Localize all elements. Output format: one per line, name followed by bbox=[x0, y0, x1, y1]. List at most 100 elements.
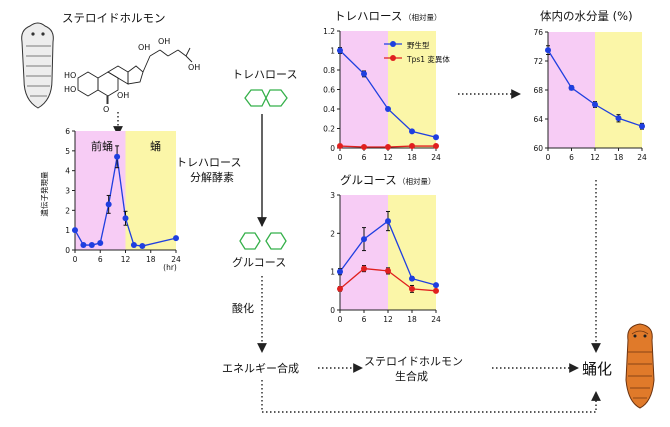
gene-chart-point bbox=[130, 242, 137, 249]
water-chart-point bbox=[615, 115, 622, 122]
pupa-icon bbox=[625, 323, 655, 409]
legend: 野生型 Tps1 変異体 bbox=[384, 40, 450, 64]
tre-chart-point bbox=[385, 106, 391, 112]
tre-chart-xtick-label: 6 bbox=[362, 153, 367, 162]
tre-chart-xtick-label: 0 bbox=[338, 153, 343, 162]
gene-chart-point bbox=[80, 242, 87, 249]
gene-chart-ytick-label: 4 bbox=[65, 167, 70, 176]
glu-chart-ytick-label: 0 bbox=[330, 306, 335, 315]
tre-chart-bg-pink bbox=[340, 31, 388, 148]
glu-chart-xtick-label: 24 bbox=[431, 315, 441, 324]
trehalose-label: トレハロース bbox=[232, 68, 297, 81]
tre-chart-xtick-label: 24 bbox=[431, 153, 441, 162]
water-chart-xtick-label: 24 bbox=[637, 153, 647, 162]
water-chart-point bbox=[545, 47, 551, 54]
gene-chart-ytick-label: 5 bbox=[65, 147, 70, 156]
gene-chart-point bbox=[114, 153, 121, 160]
ho-label-1: HO bbox=[64, 85, 76, 94]
oxidation-label: 酸化 bbox=[232, 301, 254, 315]
tre-chart-point bbox=[433, 143, 439, 150]
gene-chart-ytick-label: 3 bbox=[65, 187, 70, 196]
water-chart-point bbox=[639, 123, 645, 130]
steroid-structure-icon bbox=[77, 47, 193, 104]
water-chart-xtick-label: 12 bbox=[590, 153, 600, 162]
legend-wt-marker bbox=[390, 41, 396, 47]
legend-mut-marker bbox=[390, 55, 396, 61]
gene-chart-point bbox=[122, 215, 129, 222]
tre-chart-ytick-label: 1 bbox=[330, 47, 335, 56]
glu-chart-bg-pink bbox=[340, 195, 388, 310]
water-chart-xtick-label: 18 bbox=[614, 153, 624, 162]
water-chart-title: 体内の水分量 (%) bbox=[540, 9, 633, 23]
glucose-chart-title: グルコース bbox=[340, 173, 397, 187]
water-chart-ytick-label: 60 bbox=[533, 144, 543, 153]
enzyme-label-line1: トレハロース bbox=[176, 156, 241, 169]
water-chart-ytick-label: 64 bbox=[533, 115, 543, 124]
larva-icon bbox=[21, 22, 54, 109]
tre-chart-xtick-label: 18 bbox=[407, 153, 417, 162]
gene-chart-xtick-label: 6 bbox=[98, 255, 103, 264]
oh-label-4: OH bbox=[188, 63, 200, 72]
pupation-label: 蛹化 bbox=[582, 360, 612, 378]
legend-mut-label: Tps1 変異体 bbox=[406, 54, 450, 64]
gene-chart-point bbox=[97, 240, 104, 247]
tre-chart-ytick-label: 0.2 bbox=[323, 125, 335, 134]
gene-ylabel: 遺伝子発現量 bbox=[39, 171, 49, 216]
water-chart-xtick-label: 6 bbox=[569, 153, 574, 162]
water-chart-ytick-label: 72 bbox=[533, 57, 543, 66]
steroid-synth-line1: ステロイドホルモン bbox=[364, 355, 463, 368]
glucose-label: グルコース bbox=[232, 255, 286, 269]
steroid-synth-line2: 生合成 bbox=[395, 369, 428, 383]
gene-chart-ytick-label: 2 bbox=[65, 206, 70, 215]
oh-label-3: OH bbox=[158, 37, 170, 46]
tre-chart-point bbox=[337, 143, 343, 150]
tre-chart-point bbox=[433, 134, 439, 141]
gene-chart-xtick-label: 24 bbox=[171, 255, 181, 264]
gene-chart-xtick-label: 0 bbox=[73, 255, 78, 264]
gene-chart-bg-yellow bbox=[125, 131, 176, 250]
water-chart-point bbox=[568, 84, 575, 91]
ho-label-2: HO bbox=[64, 71, 76, 80]
o-label: O bbox=[103, 105, 109, 114]
water-chart-point bbox=[592, 101, 598, 108]
trehalose-chart-title: トレハロース bbox=[334, 9, 402, 23]
glu-chart-ytick-label: 1 bbox=[330, 268, 335, 277]
glu-chart-point bbox=[337, 268, 343, 275]
glu-chart-point bbox=[409, 285, 415, 292]
gene-chart-point bbox=[173, 235, 179, 242]
gene-chart-xtick-label: 12 bbox=[121, 255, 131, 264]
gene-xunit: (hr) bbox=[163, 263, 177, 272]
gene-chart-ytick-label: 6 bbox=[65, 127, 70, 136]
phase-pupa-label: 蛹 bbox=[150, 140, 161, 153]
tre-chart-xtick-label: 12 bbox=[383, 153, 393, 162]
tre-chart-ytick-label: 0 bbox=[330, 144, 335, 153]
glu-chart-ytick-label: 3 bbox=[330, 191, 335, 200]
glu-chart-point bbox=[433, 282, 439, 289]
phase-prepupa-label: 前蛹 bbox=[91, 139, 113, 153]
tre-chart-point bbox=[361, 144, 367, 151]
gene-chart-point bbox=[72, 227, 78, 234]
glucose-molecule-icon bbox=[239, 232, 287, 250]
tre-chart-point bbox=[337, 47, 343, 54]
water-chart-xtick-label: 0 bbox=[546, 153, 551, 162]
glu-chart-point bbox=[385, 218, 391, 225]
gene-chart-ytick-label: 0 bbox=[65, 246, 70, 255]
tre-chart-point bbox=[385, 144, 391, 151]
legend-wt-label: 野生型 bbox=[407, 40, 430, 50]
energy-to-pupation-arrow bbox=[261, 380, 601, 413]
energy-synthesis-label: エネルギー合成 bbox=[222, 361, 299, 375]
glu-chart-point bbox=[361, 236, 367, 243]
oh-label-2: OH bbox=[138, 43, 150, 52]
gene-chart-point bbox=[105, 201, 112, 208]
glucose-chart-title-suffix: （相対量） bbox=[398, 176, 436, 186]
trehalose-molecule-icon bbox=[244, 89, 288, 107]
steroid-hormone-label: ステロイドホルモン bbox=[62, 11, 166, 25]
tre-chart-point bbox=[361, 70, 367, 77]
enzyme-label-line2: 分解酵素 bbox=[190, 170, 234, 184]
glu-chart-ytick-label: 2 bbox=[330, 229, 335, 238]
